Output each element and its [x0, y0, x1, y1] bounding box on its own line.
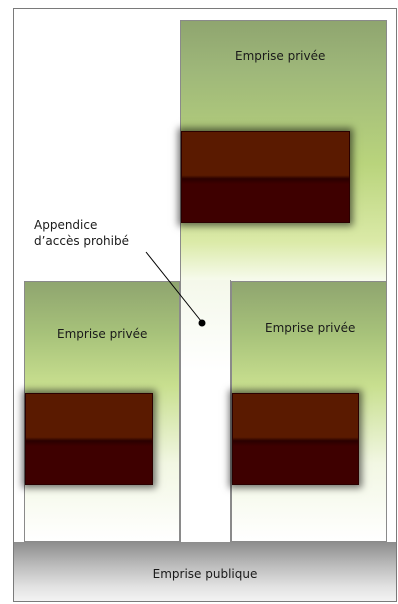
annotation-line-1: Appendice — [34, 218, 98, 232]
access-corridor — [180, 280, 231, 542]
leader-line — [145, 251, 202, 322]
public-zone: Emprise publique — [14, 542, 396, 601]
annotation-text: Appendice d’accès prohibé — [34, 217, 129, 249]
building-top — [181, 131, 350, 223]
building-right — [232, 393, 359, 485]
parcel-top-label: Emprise privée — [235, 49, 326, 63]
parcel-left-label: Emprise privée — [57, 327, 148, 341]
building-left — [25, 393, 153, 485]
public-zone-label: Emprise publique — [152, 567, 258, 581]
parcel-right-label: Emprise privée — [265, 321, 356, 335]
leader-dot — [198, 319, 206, 327]
annotation-line-2: d’accès prohibé — [34, 234, 129, 248]
